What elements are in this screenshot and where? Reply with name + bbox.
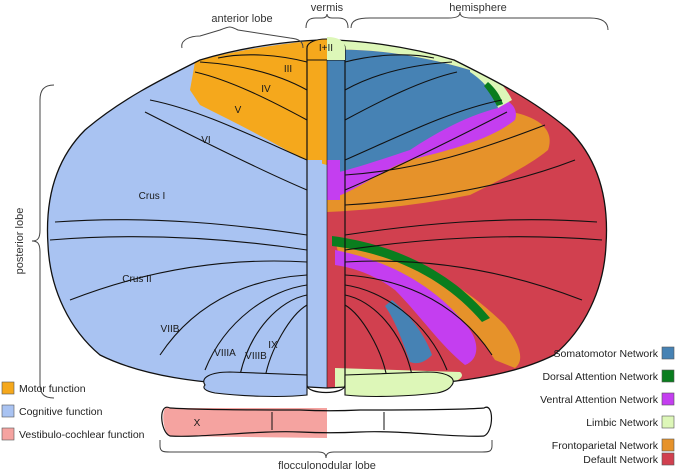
region-label-x: X <box>194 418 201 429</box>
legend-swatch-limbic <box>661 415 675 429</box>
anterior-lobe-bracket <box>181 26 304 49</box>
legend-label-dorsal-attention: Dorsal Attention Network <box>542 371 658 383</box>
legend-label-default: Default Network <box>583 454 658 466</box>
region-label-iv: IV <box>261 84 271 95</box>
somatomotor-network-fill <box>327 49 501 175</box>
region-label-viib: VIIB <box>161 324 180 335</box>
fissure-lines <box>49 54 603 379</box>
lobule-x-left-fill <box>163 407 327 438</box>
vermis-label: vermis <box>311 2 344 14</box>
anterior-lobe-motor-fill <box>190 40 327 165</box>
ventral-attention-lower-band <box>335 250 477 365</box>
network-legend: Somatomotor Network Dorsal Attention Net… <box>540 346 675 466</box>
legend-label-cognitive: Cognitive function <box>19 406 103 418</box>
legend-swatch-motor <box>1 381 15 395</box>
legend-swatch-cognitive <box>1 404 15 418</box>
region-label-i-ii: I+II <box>319 43 333 54</box>
legend-swatch-default <box>661 452 675 466</box>
hemisphere-bracket <box>350 11 609 31</box>
region-label-viiia: VIIIA <box>214 348 236 359</box>
region-label-v: V <box>235 105 242 116</box>
legend-swatch-ventral-attention <box>661 392 675 406</box>
anterior-lobe-label: anterior lobe <box>211 13 272 25</box>
flocculonodular-bracket <box>159 440 493 459</box>
vermis-right-ventral-strip <box>327 160 340 200</box>
cerebellum-body <box>46 37 608 398</box>
legend-label-motor: Motor function <box>19 383 86 395</box>
flocculonodular-lobe-label: flocculonodular lobe <box>278 460 376 471</box>
legend-label-limbic: Limbic Network <box>586 417 659 429</box>
somatomotor-lower-band <box>385 300 432 364</box>
region-label-crus-ii: Crus II <box>122 274 151 285</box>
region-label-viiib: VIIIB <box>245 351 267 362</box>
legend-swatch-dorsal-attention <box>661 369 675 383</box>
legend-swatch-somatomotor <box>661 346 675 360</box>
legend-label-somatomotor: Somatomotor Network <box>554 348 659 360</box>
posterior-lobe-bracket <box>31 84 55 399</box>
function-legend: Motor function Cognitive function Vestib… <box>1 381 145 441</box>
region-label-vi: VI <box>201 135 210 146</box>
lobule-x-outline <box>161 406 493 437</box>
brackets <box>31 11 609 459</box>
posterior-lobe-label: posterior lobe <box>14 208 26 275</box>
flocculonodular-lobe-shape <box>161 406 493 438</box>
vermis-left-cognitive-strip <box>307 160 322 385</box>
dorsal-attention-network-top-fill <box>484 82 503 106</box>
vermis-bracket <box>305 13 349 29</box>
limbic-network-top-fill <box>327 40 470 70</box>
i-ii-cap-right <box>327 37 345 60</box>
legend-label-vestibulo: Vestibulo-cochlear function <box>19 429 145 441</box>
region-label-crus-i: Crus I <box>139 191 166 202</box>
vermis-left-motor-strip <box>307 48 322 160</box>
dorsal-attention-lower-band <box>332 236 490 322</box>
ventral-attention-network-fill <box>327 95 516 200</box>
left-tonsil-lobe <box>203 371 308 398</box>
legend-label-frontoparietal: Frontoparietal Network <box>552 440 659 452</box>
region-label-iii: III <box>284 64 292 75</box>
legend-swatch-vestibulo <box>1 427 15 441</box>
vermis-right-somatomotor-strip <box>327 60 340 160</box>
right-tonsil-lobe <box>344 371 454 398</box>
legend-swatch-frontoparietal <box>661 438 675 452</box>
hemisphere-label: hemisphere <box>449 2 506 14</box>
region-label-ix: IX <box>268 340 278 351</box>
legend-label-ventral-attention: Ventral Attention Network <box>540 394 659 406</box>
